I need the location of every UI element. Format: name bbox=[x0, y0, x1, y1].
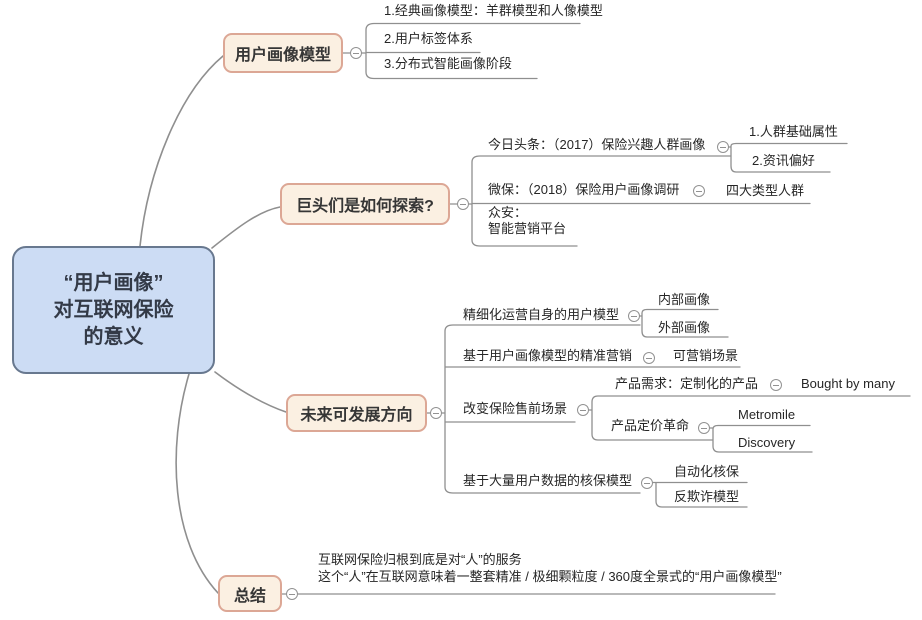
collapse-icon-toutiao[interactable] bbox=[717, 141, 729, 153]
topic-zhongan-line2: 智能营销平台 bbox=[488, 220, 567, 236]
topic-discovery[interactable]: Discovery bbox=[738, 435, 796, 450]
topic-zhongan[interactable]: 众安： 智能营销平台 bbox=[488, 205, 566, 236]
branch-summary[interactable]: 总结 bbox=[218, 575, 282, 612]
topic-internal-portrait[interactable]: 内部画像 bbox=[658, 292, 711, 307]
topic-product-demand[interactable]: 产品需求：定制化的产品 bbox=[615, 376, 759, 391]
collapse-icon-weibao[interactable] bbox=[693, 185, 705, 197]
topic-pricing-revolution[interactable]: 产品定价革命 bbox=[611, 418, 690, 433]
topic-summary-line1: 互联网保险归根到底是对“人”的服务 bbox=[318, 552, 522, 567]
topic-marketable-scenarios[interactable]: 可营销场景 bbox=[673, 348, 739, 363]
branch2-connectors bbox=[449, 142, 848, 247]
collapse-icon-how-giants-explore[interactable] bbox=[457, 198, 469, 210]
topic-precision-marketing[interactable]: 基于用户画像模型的精准营销 bbox=[463, 348, 633, 363]
topic-summary-text[interactable]: 互联网保险归根到底是对“人”的服务 这个“人”在互联网意味着一整套精准 / 极细… bbox=[318, 551, 782, 585]
branch-future-directions-label: 未来可发展方向 bbox=[300, 407, 413, 424]
topic-crowd-basic-attributes[interactable]: 1.人群基础属性 bbox=[749, 124, 838, 139]
topic-user-tag-system[interactable]: 2.用户标签体系 bbox=[384, 31, 473, 46]
topic-zhongan-line1: 众安： bbox=[488, 205, 528, 220]
topic-change-presale-scene[interactable]: 改变保险售前场景 bbox=[463, 401, 568, 416]
collapse-icon-user-portrait-model[interactable] bbox=[350, 47, 362, 59]
root-topic[interactable]: “用户画像” 对互联网保险 的意义 bbox=[12, 246, 215, 374]
topic-distributed-smart-portrait[interactable]: 3.分布式智能画像阶段 bbox=[384, 56, 512, 71]
topic-antifraud-model[interactable]: 反欺诈模型 bbox=[674, 489, 740, 504]
collapse-icon-precision-marketing[interactable] bbox=[643, 352, 655, 364]
branch-how-giants-explore[interactable]: 巨头们是如何探索? bbox=[280, 183, 450, 225]
collapse-icon-summary[interactable] bbox=[286, 588, 298, 600]
topic-metromile[interactable]: Metromile bbox=[738, 407, 796, 422]
collapse-icon-product-demand[interactable] bbox=[770, 379, 782, 391]
branch-how-giants-explore-label: 巨头们是如何探索? bbox=[296, 198, 434, 215]
branch1-connectors bbox=[342, 22, 581, 80]
topic-bought-by-many[interactable]: Bought by many bbox=[801, 376, 895, 391]
topic-refined-user-model[interactable]: 精细化运营自身的用户模型 bbox=[463, 307, 620, 322]
topic-automated-underwriting[interactable]: 自动化核保 bbox=[674, 464, 740, 479]
collapse-icon-future-directions[interactable] bbox=[430, 407, 442, 419]
topic-external-portrait[interactable]: 外部画像 bbox=[658, 320, 711, 335]
branch-user-portrait-model[interactable]: 用户画像模型 bbox=[223, 33, 343, 73]
topic-weibao[interactable]: 微保：（2018）保险用户画像调研 bbox=[488, 182, 680, 197]
branch3-connectors bbox=[426, 308, 911, 508]
topic-four-crowd-types[interactable]: 四大类型人群 bbox=[726, 183, 805, 198]
branch-user-portrait-model-label: 用户画像模型 bbox=[234, 47, 331, 64]
root-branch-curves bbox=[139, 55, 287, 594]
topic-news-preference[interactable]: 2.资讯偏好 bbox=[752, 153, 815, 168]
collapse-icon-change-presale-scene[interactable] bbox=[577, 404, 589, 416]
topic-summary-line2: 这个“人”在互联网意味着一整套精准 / 极细颗粒度 / 360度全景式的“用户画… bbox=[318, 569, 782, 584]
topic-toutiao[interactable]: 今日头条：（2017）保险兴趣人群画像 bbox=[488, 137, 706, 152]
topic-underwriting-model[interactable]: 基于大量用户数据的核保模型 bbox=[463, 473, 633, 488]
topic-classic-portrait-model[interactable]: 1.经典画像模型：羊群模型和人像模型 bbox=[384, 3, 603, 18]
root-topic-line2: 对互联网保险 bbox=[53, 298, 174, 321]
collapse-icon-pricing-revolution[interactable] bbox=[698, 422, 710, 434]
root-topic-line3: 的意义 bbox=[83, 325, 144, 348]
collapse-icon-underwriting-model[interactable] bbox=[641, 477, 653, 489]
branch-future-directions[interactable]: 未来可发展方向 bbox=[286, 394, 427, 432]
root-topic-line1: “用户画像” bbox=[63, 271, 164, 294]
branch-summary-label: 总结 bbox=[233, 587, 266, 605]
collapse-icon-refined-user-model[interactable] bbox=[628, 310, 640, 322]
